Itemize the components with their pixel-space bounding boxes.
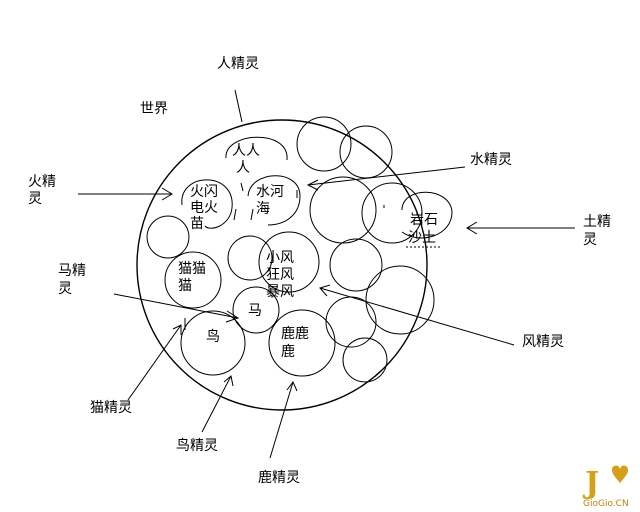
water-spirit-label: 水精灵 — [470, 152, 512, 168]
human-spirit-label: 人精灵 — [217, 56, 259, 72]
earth-spirit-label: 土精 — [583, 214, 611, 230]
cat-region-text-1: 猫猫 — [178, 261, 206, 277]
region-circle — [339, 125, 393, 179]
region-circle — [329, 238, 383, 292]
deer-spirit-label: 鹿精灵 — [258, 469, 300, 486]
region-circle — [227, 235, 273, 281]
bird-arrow — [201, 375, 232, 433]
wind-region-text-1: 小风 — [266, 250, 294, 266]
region-circle — [325, 296, 377, 348]
cat-arrow — [127, 324, 182, 401]
watermark: J GioGio.CN — [582, 465, 629, 509]
tick — [250, 208, 254, 221]
tick-marks — [184, 182, 440, 330]
water-region-text-1: 水河 — [256, 184, 284, 200]
fire-region-text-3: 苗 — [190, 216, 204, 232]
region-circle — [258, 231, 320, 293]
region-arc — [247, 175, 301, 226]
region-circle — [342, 337, 388, 383]
cat-region-text-2: 猫 — [178, 278, 192, 294]
rock-region-text-2: 沙土 — [408, 230, 436, 246]
deer-region-text-2: 鹿 — [281, 343, 295, 360]
world-circle — [136, 119, 428, 411]
region-circle — [296, 116, 352, 172]
region-circle — [309, 176, 377, 244]
horse-arrow — [113, 293, 239, 319]
watermark-text: GioGio.CN — [583, 499, 629, 509]
human-region-text-1: 人人 — [232, 143, 260, 159]
tick — [240, 182, 244, 192]
heart-icon — [612, 465, 628, 484]
bird-spirit-label: 鸟精灵 — [176, 438, 218, 454]
region-circle — [365, 265, 435, 335]
wind-spirit-label: 风精灵 — [522, 334, 564, 350]
horse-spirit-label: 马精 — [58, 263, 86, 279]
region-circle — [180, 310, 246, 376]
horse-region-text: 马 — [248, 303, 262, 319]
deer-region-text-1: 鹿鹿 — [281, 325, 309, 342]
region-arc — [225, 136, 288, 161]
region-circle — [232, 286, 280, 334]
deer-arrow — [269, 381, 294, 459]
tick — [233, 208, 237, 221]
inner-circles — [146, 116, 453, 383]
water-arrow — [307, 166, 466, 186]
region-circle — [361, 182, 423, 244]
rock-region-text-1: 岩石 — [410, 212, 438, 228]
watermark-logo: J — [582, 466, 599, 501]
water-region-text-2: 海 — [256, 201, 270, 217]
wind-region-text-3: 暴风 — [266, 284, 294, 300]
wind-region-text-2: 狂风 — [266, 267, 294, 283]
horse-spirit-label-2: 灵 — [58, 281, 72, 297]
fire-region-text-1: 火闪 — [190, 184, 218, 200]
world-label: 世界 — [140, 101, 168, 117]
fire-spirit-label-2: 灵 — [28, 191, 42, 207]
pointer-arrows — [78, 89, 575, 459]
region-arc — [401, 191, 453, 239]
region-arc — [181, 179, 233, 229]
bird-region-text: 鸟 — [206, 329, 220, 345]
cat-spirit-label: 猫精灵 — [90, 400, 132, 416]
region-circle — [268, 309, 336, 377]
wind-arrow — [319, 287, 515, 346]
earth-spirit-label-2: 灵 — [583, 232, 597, 248]
fire-spirit-label: 火精 — [28, 174, 56, 190]
human-region-text-2: 人 — [236, 160, 250, 176]
region-circle — [146, 215, 190, 259]
human-arrow — [234, 89, 243, 123]
fire-region-text-2: 电火 — [190, 200, 218, 216]
region-circle — [164, 251, 222, 309]
